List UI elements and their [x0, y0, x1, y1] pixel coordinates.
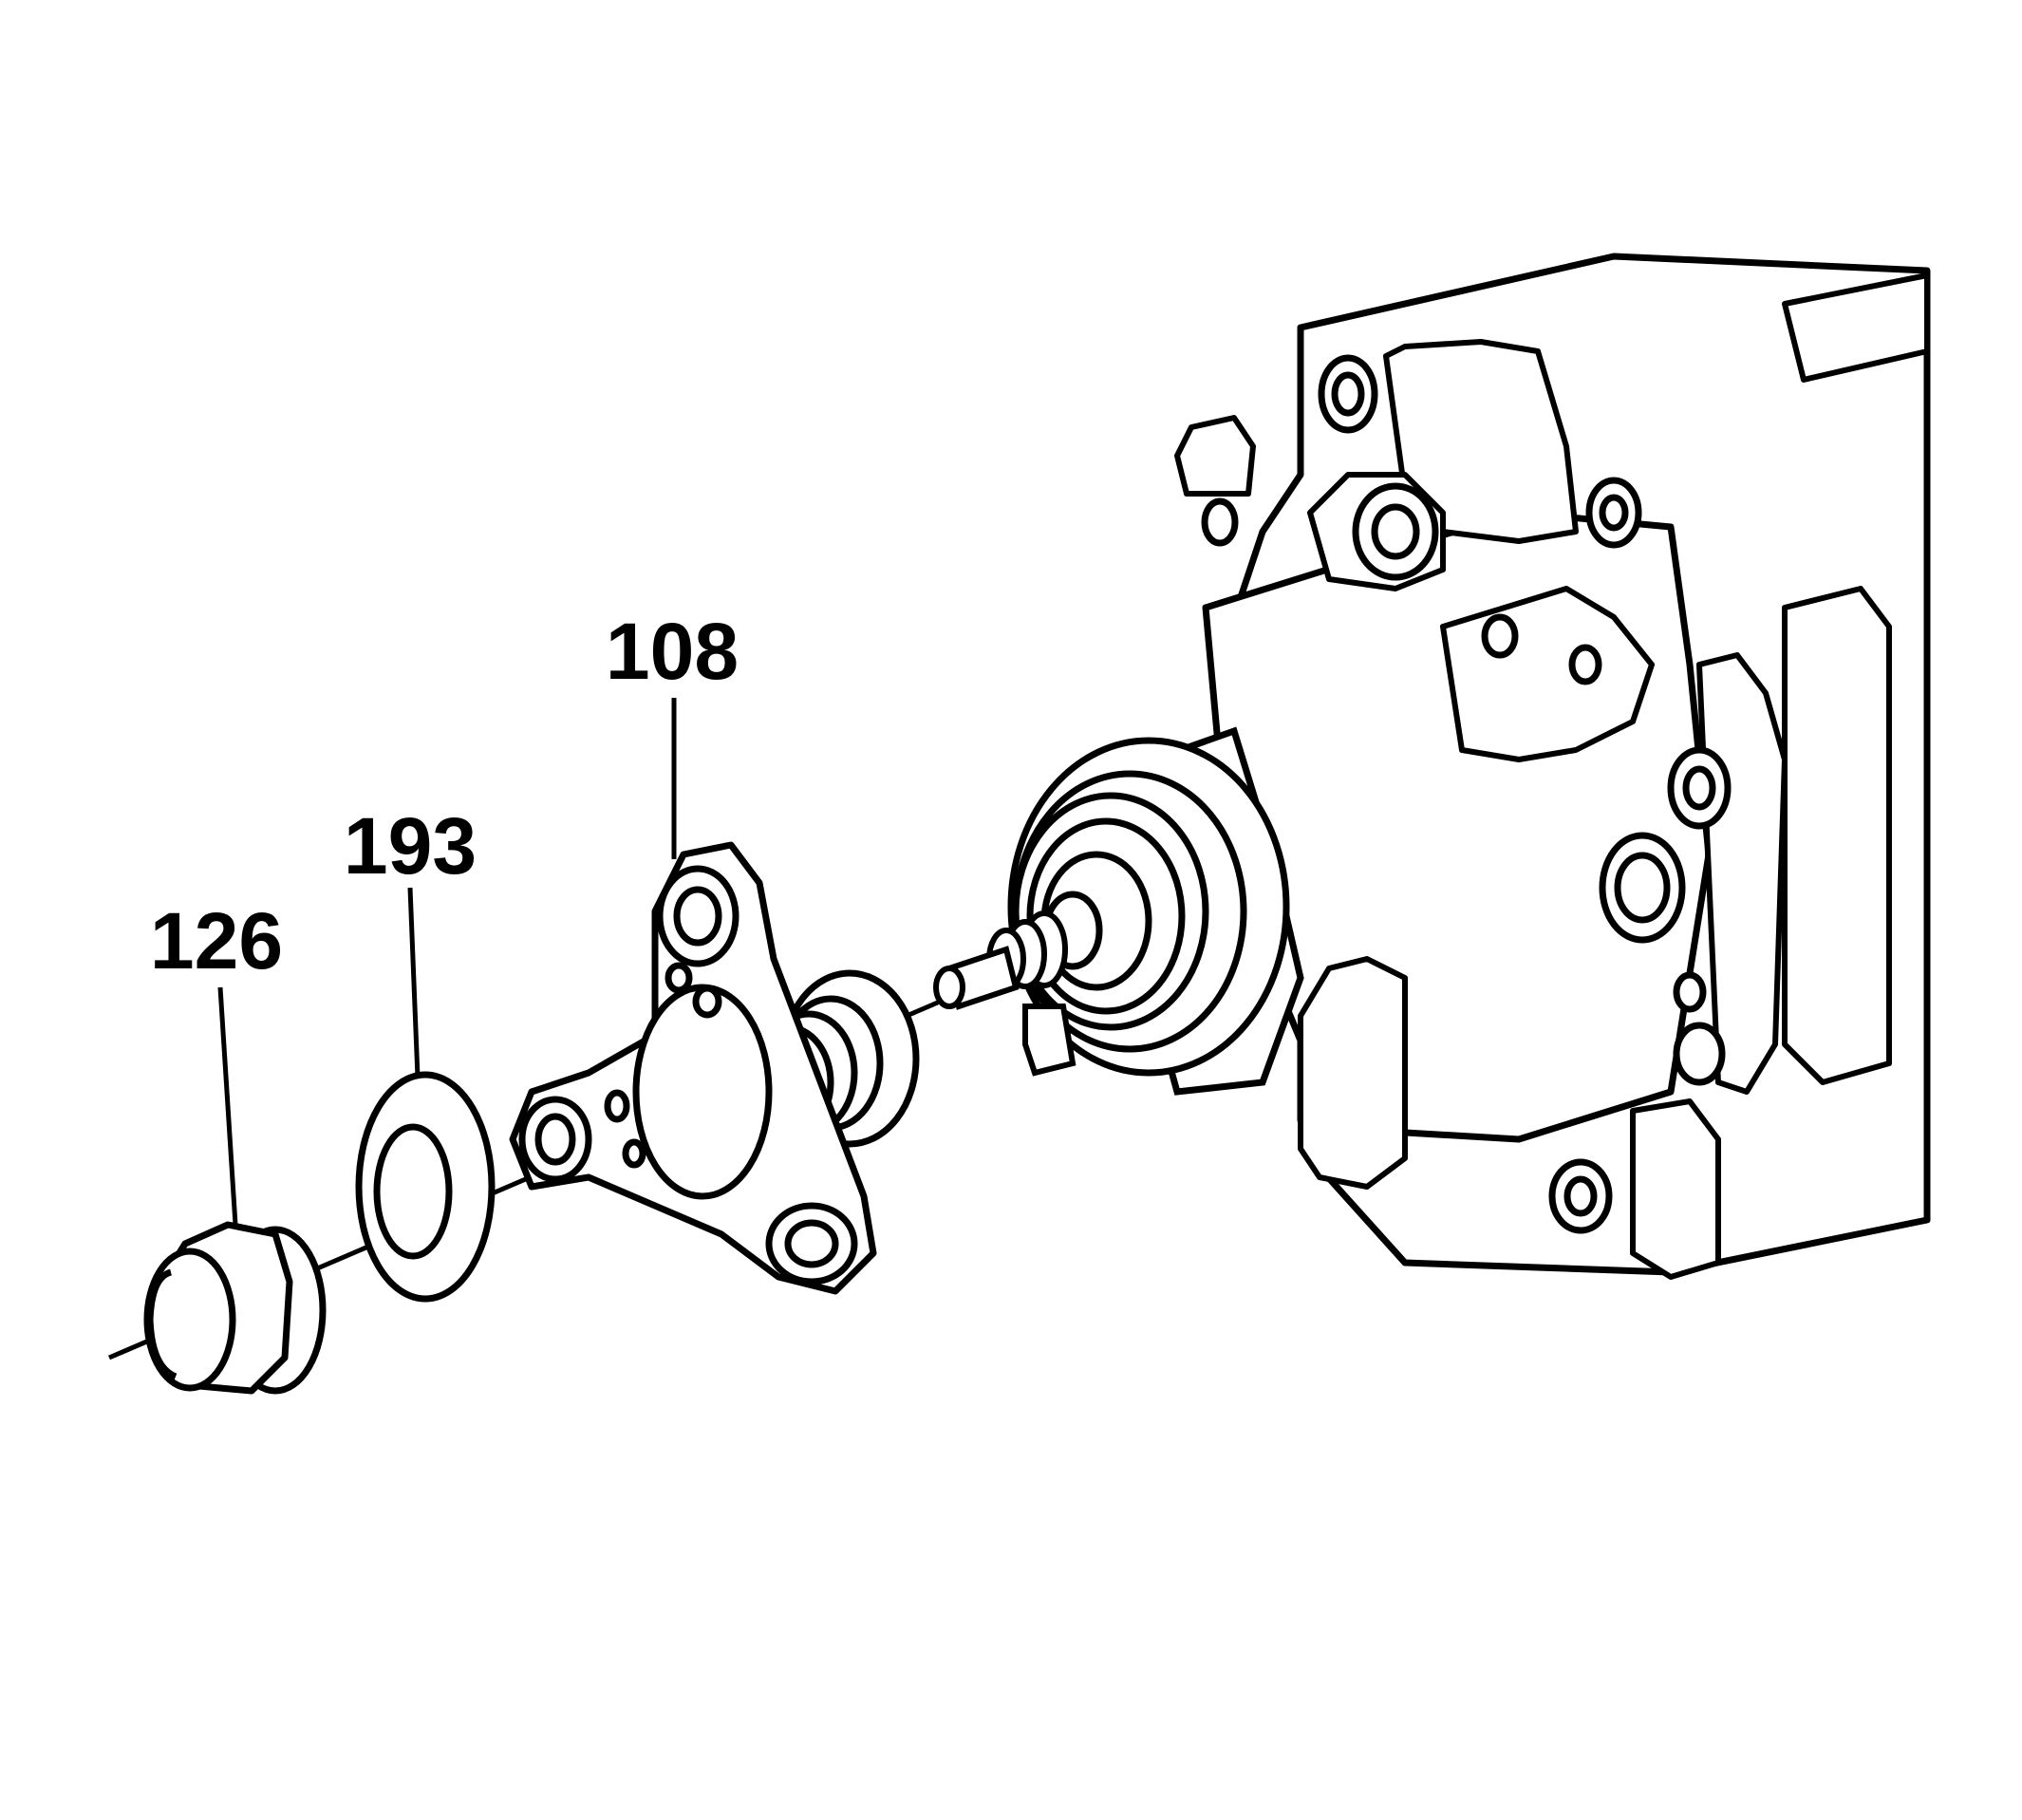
part-193-washer — [355, 1071, 496, 1303]
output-shaft-bearing-housing — [1007, 726, 1304, 1096]
part-108-flange — [509, 841, 920, 1295]
transfer-case-housing — [1164, 253, 1931, 1280]
leader-lines — [217, 698, 677, 1226]
callout-126: 126 — [150, 896, 283, 985]
leader-126 — [217, 986, 238, 1226]
callout-193: 193 — [344, 801, 477, 891]
callout-108: 108 — [606, 607, 739, 696]
output-shaft — [933, 910, 1068, 1010]
part-126-nut — [143, 1221, 327, 1395]
leader-193 — [407, 887, 421, 1079]
